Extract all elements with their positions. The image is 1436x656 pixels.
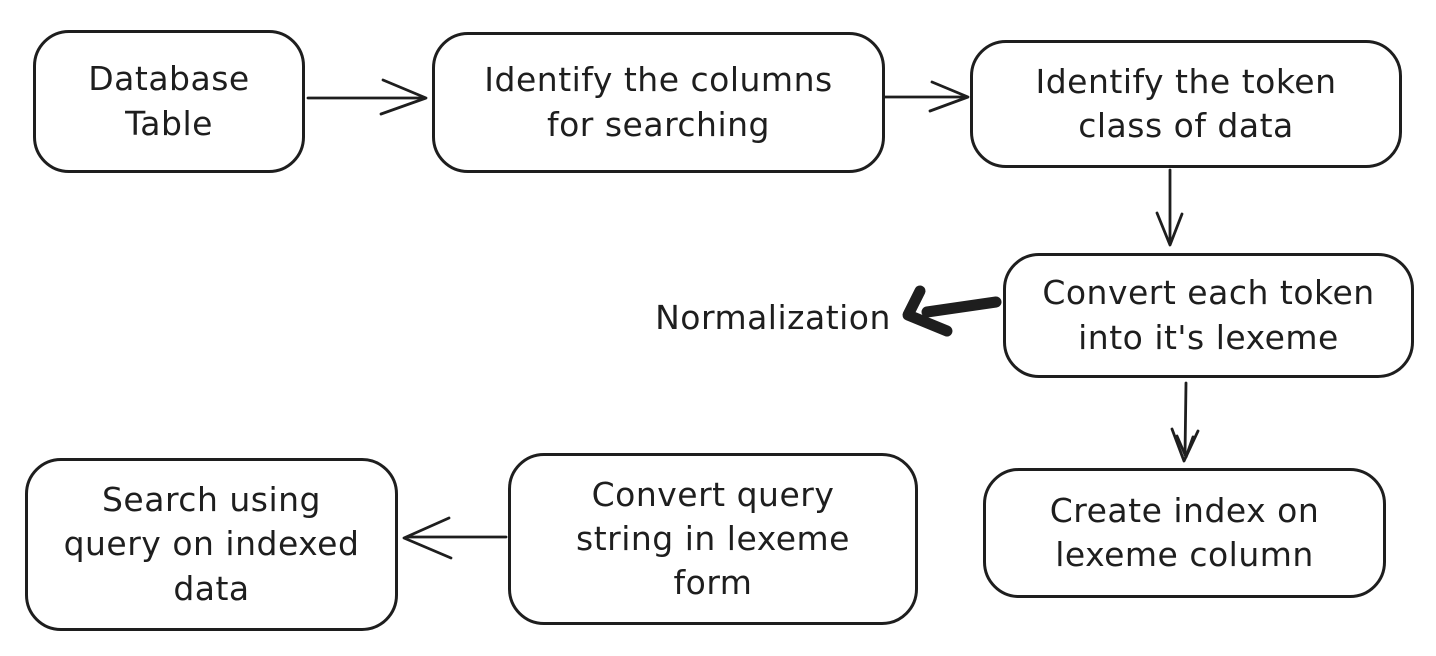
node-line: lexeme column (1055, 535, 1314, 574)
node-line: Identify the columns (484, 60, 833, 100)
node-line: Identify the token (1035, 61, 1337, 101)
node-line: data (173, 568, 250, 608)
arrow-convert-to-create-index (1170, 381, 1200, 463)
normalization-label: Normalization (655, 298, 891, 337)
node-line: class of data (1078, 106, 1294, 145)
arrow-columns-to-token-class (875, 80, 970, 113)
node-line: Create index on (1049, 490, 1320, 530)
node-line: Database (88, 59, 250, 99)
node-line: Table (125, 103, 213, 143)
node-identify-columns: Identify the columns for searching (432, 32, 885, 173)
arrow-query-to-search (402, 516, 508, 560)
arrow-database-to-columns (306, 78, 428, 116)
node-line: for searching (546, 104, 770, 144)
node-search-indexed-data: Search using query on indexed data (25, 458, 398, 631)
arrow-token-class-to-convert (1155, 168, 1184, 247)
node-line: query on indexed (63, 524, 360, 564)
node-line: Convert each token (1042, 273, 1375, 313)
node-line: form (673, 563, 753, 603)
node-convert-token-to-lexeme: Convert each token into it's lexeme (1003, 253, 1414, 378)
node-line: into it's lexeme (1078, 317, 1339, 357)
node-line: Convert query (591, 474, 835, 514)
node-database-table: Database Table (33, 30, 305, 173)
arrow-normalization-annotation (902, 285, 1002, 337)
node-line: Search using (101, 480, 321, 520)
node-create-index: Create index on lexeme column (983, 468, 1386, 598)
node-identify-token-class: Identify the token class of data (970, 40, 1402, 168)
node-line: string in lexeme (576, 518, 850, 558)
node-convert-query-string: Convert query string in lexeme form (508, 453, 918, 625)
